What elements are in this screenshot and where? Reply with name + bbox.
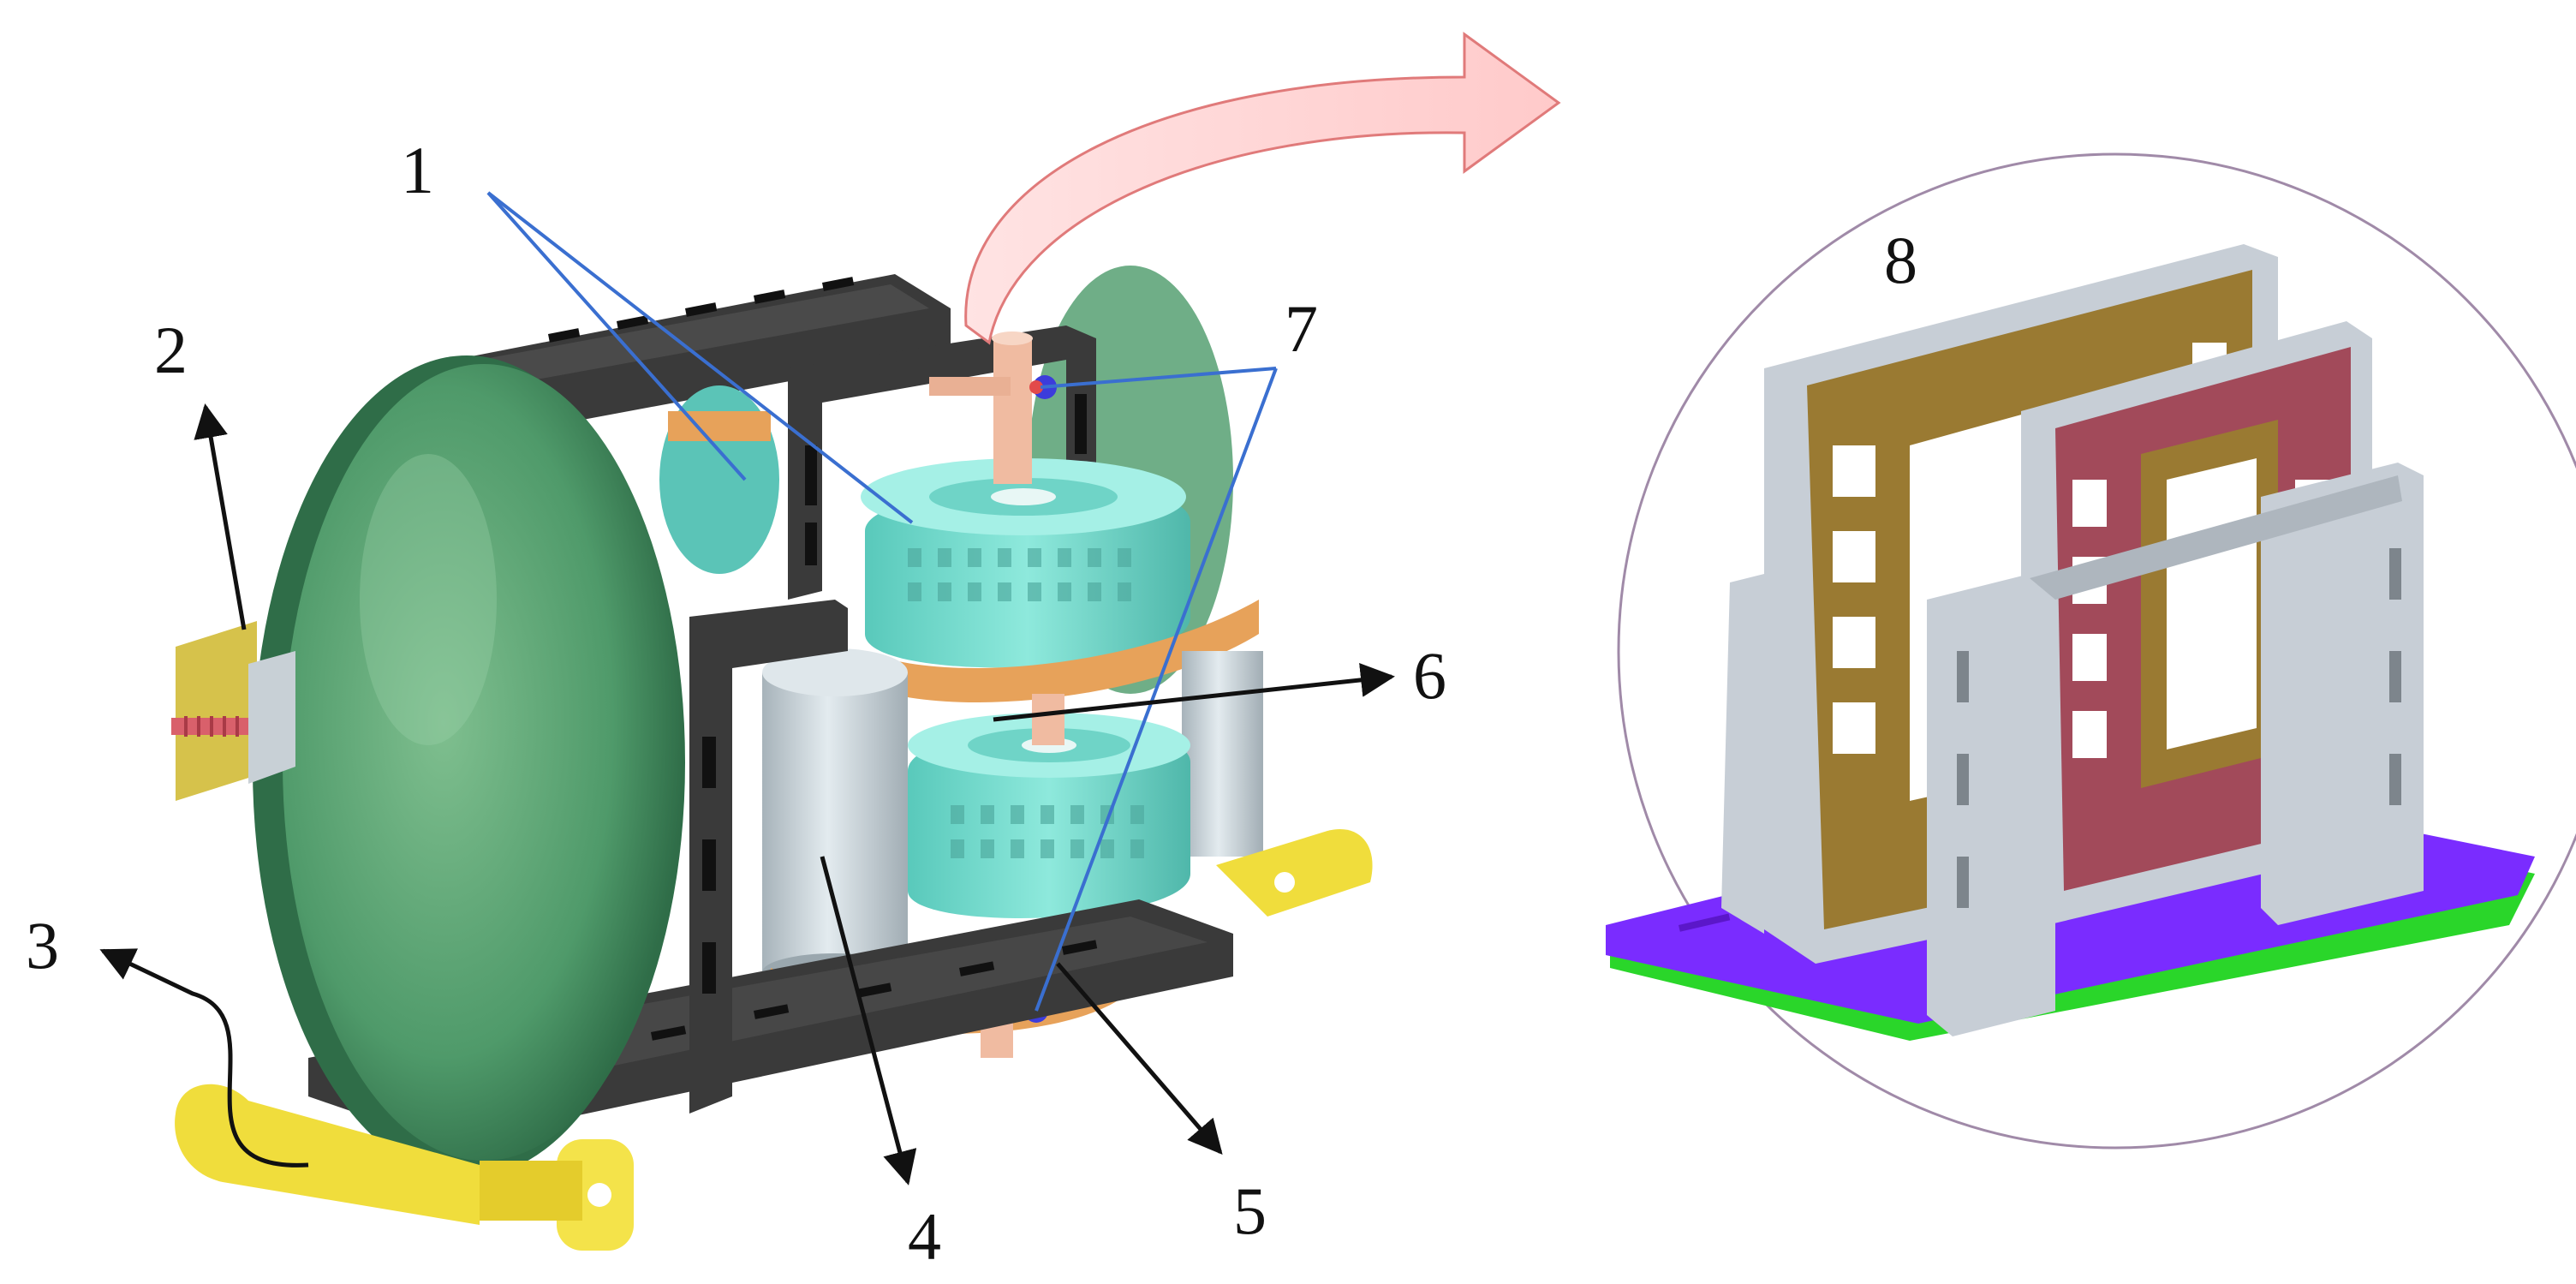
upper-belt <box>865 600 1259 702</box>
leader-lines <box>99 191 1395 1185</box>
callout-5: 5 <box>1233 1174 1267 1248</box>
frame-detail-view <box>1606 152 2576 1150</box>
zoom-arrow <box>964 32 1561 345</box>
top-frame-plate <box>454 274 951 433</box>
rear-motor <box>1182 651 1263 857</box>
front-wheel <box>253 355 685 1178</box>
callout-4: 4 <box>908 1199 941 1274</box>
rear-pulley <box>659 385 779 574</box>
robot-assembly <box>171 266 1373 1251</box>
front-frame-bracket <box>689 600 848 1114</box>
front-yellow-roller <box>175 1084 634 1251</box>
callout-3: 3 <box>26 908 59 982</box>
callout-1: 1 <box>401 133 434 207</box>
callout-2: 2 <box>154 313 188 387</box>
front-frame-plate <box>1927 463 2424 1036</box>
rear-yellow-roller <box>1216 829 1373 917</box>
center-frame-bracket <box>788 325 1096 600</box>
top-bolt <box>929 331 1057 484</box>
front-motor <box>762 648 908 991</box>
callout-8: 8 <box>1884 223 1917 297</box>
upper-pulley <box>861 458 1190 668</box>
left-axle-mount <box>171 621 295 801</box>
callout-6: 6 <box>1413 638 1446 713</box>
callout-7: 7 <box>1285 291 1318 366</box>
lower-pulley <box>908 694 1190 919</box>
